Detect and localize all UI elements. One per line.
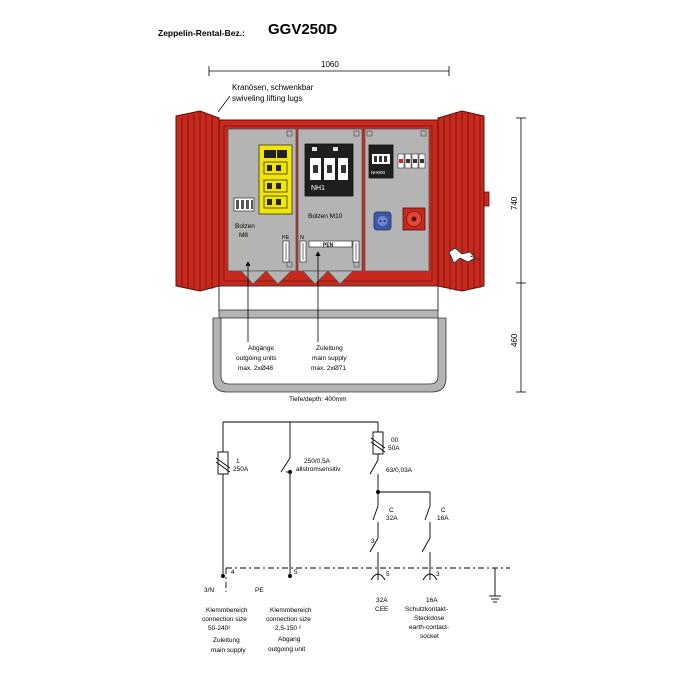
legend-outgoing: Klemmbereich connection size 2,5-150 ² A…: [266, 607, 312, 653]
schuko-socket: [373, 211, 392, 231]
outgoing-label-de: Abgänge: [248, 345, 274, 352]
middle-panel: NH1 Bolzen M10 N PEN: [297, 128, 363, 272]
svg-text:Zuleitung: Zuleitung: [213, 637, 240, 644]
legend: Klemmbereich connection size 50-240² Zul…: [202, 597, 449, 654]
cabinet: Bolzen M8 PE NH1 Bolzen M10: [175, 110, 490, 292]
pole-5b: 5: [386, 571, 390, 578]
base-frame: [212, 285, 447, 393]
outgoing-max: max. 2xØ48: [238, 365, 273, 372]
height-value: 740: [510, 196, 519, 210]
nh-fuse-switch: NH1: [304, 143, 354, 197]
door-handle: [448, 247, 481, 264]
right-door: [437, 110, 490, 292]
fuse1-code: 1: [236, 458, 240, 465]
circuit-breakers: [397, 153, 426, 169]
depth-label: Tiefe/depth: 400mm: [289, 396, 347, 403]
svg-text:connection size: connection size: [202, 616, 247, 623]
svg-text:connection size: connection size: [266, 616, 311, 623]
supply-label-en: main supply: [312, 355, 347, 362]
bus-label: 3/N: [204, 587, 214, 594]
svg-text:CEE: CEE: [375, 606, 389, 613]
svg-text:50-240²: 50-240²: [208, 625, 231, 632]
supply-max: max. 2xØ71: [311, 365, 346, 372]
base-dimension: 460: [510, 283, 526, 393]
base-height-value: 460: [510, 333, 519, 347]
bolt-m8-label: Bolzen: [235, 223, 255, 230]
rcd-label: NH000: [371, 170, 386, 175]
svg-text:main supply: main supply: [211, 647, 246, 654]
pe-left-label: PE: [282, 235, 290, 241]
fuse-switch: [258, 144, 293, 215]
fuse1-rating: 250A: [233, 466, 249, 473]
fuse2-code: 00: [391, 437, 399, 444]
terminal-block-m8: [233, 197, 255, 212]
left-door: [175, 110, 220, 292]
svg-text:outgoing unit: outgoing unit: [268, 646, 305, 653]
legend-schuko: 16A Schutzkontakt- Steckdose earth-conta…: [405, 597, 449, 640]
breaker2-rating: 16A: [437, 515, 449, 522]
switch-rating: 250/0,5A: [304, 458, 331, 465]
pen-label: PEN: [323, 243, 334, 249]
legend-main-supply: Klemmbereich connection size 50-240² Zul…: [202, 607, 248, 654]
lugs-leader: [217, 95, 231, 113]
legend-cee: 32A CEE: [375, 597, 389, 613]
svg-text:earth-contact-: earth-contact-: [409, 624, 449, 631]
outgoing-label-en: outgoing units: [236, 355, 277, 362]
rcd-unit: NH000: [368, 144, 394, 179]
left-panel: Bolzen M8 PE: [227, 128, 297, 272]
pole-5a: 5: [294, 569, 298, 576]
svg-text:32A: 32A: [376, 597, 388, 604]
bus-pe: PE: [255, 587, 264, 594]
lugs-label-de: Kranösen, schwenkbar: [232, 83, 314, 92]
width-dimension: 1060: [208, 60, 450, 76]
svg-text:Steckdose: Steckdose: [414, 615, 445, 622]
bolt-m8-size: M8: [239, 232, 248, 239]
header-label: Zeppelin-Rental-Bez.:: [158, 28, 245, 38]
pole-4: 4: [231, 569, 235, 576]
right-panel: NH000: [364, 128, 430, 272]
breaker1-curve: C: [389, 507, 394, 514]
pen-bar: [308, 240, 353, 248]
supply-label-de: Zuleitung: [316, 345, 343, 352]
switch-type: allstromsensitiv: [296, 466, 341, 473]
width-value: 1060: [321, 60, 339, 69]
bolt-m10-label: Bolzen M10: [308, 213, 343, 220]
svg-text:Schutzkontakt-: Schutzkontakt-: [405, 606, 448, 613]
svg-text:Klemmbereich: Klemmbereich: [206, 607, 248, 614]
schematic-labels: 1 250A 250/0,5A allstromsensitiv 00 50A …: [204, 437, 449, 594]
svg-text:16A: 16A: [426, 597, 438, 604]
svg-text:Klemmbereich: Klemmbereich: [270, 607, 312, 614]
n-label: N: [300, 235, 304, 241]
svg-text:socket: socket: [420, 633, 439, 640]
cee-socket: [402, 207, 426, 231]
wiring-schematic: [215, 421, 510, 603]
lugs-label-en: swiveling lifting lugs: [232, 94, 302, 103]
svg-text:2,5-150 ²: 2,5-150 ²: [275, 625, 302, 632]
breaker2-curve: C: [441, 507, 446, 514]
pole-3a: 3: [371, 538, 375, 545]
height-dimension: 740: [510, 117, 526, 284]
cable-glands: [240, 270, 354, 285]
model-title: GGV250D: [268, 21, 338, 38]
fuse2-rating: 50A: [388, 445, 400, 452]
nh-label: NH1: [311, 185, 325, 192]
rcd2-rating: 63/0,03A: [386, 467, 413, 474]
svg-text:Abgang: Abgang: [278, 636, 301, 643]
breaker1-rating: 32A: [386, 515, 398, 522]
pole-3b: 3: [436, 571, 440, 578]
